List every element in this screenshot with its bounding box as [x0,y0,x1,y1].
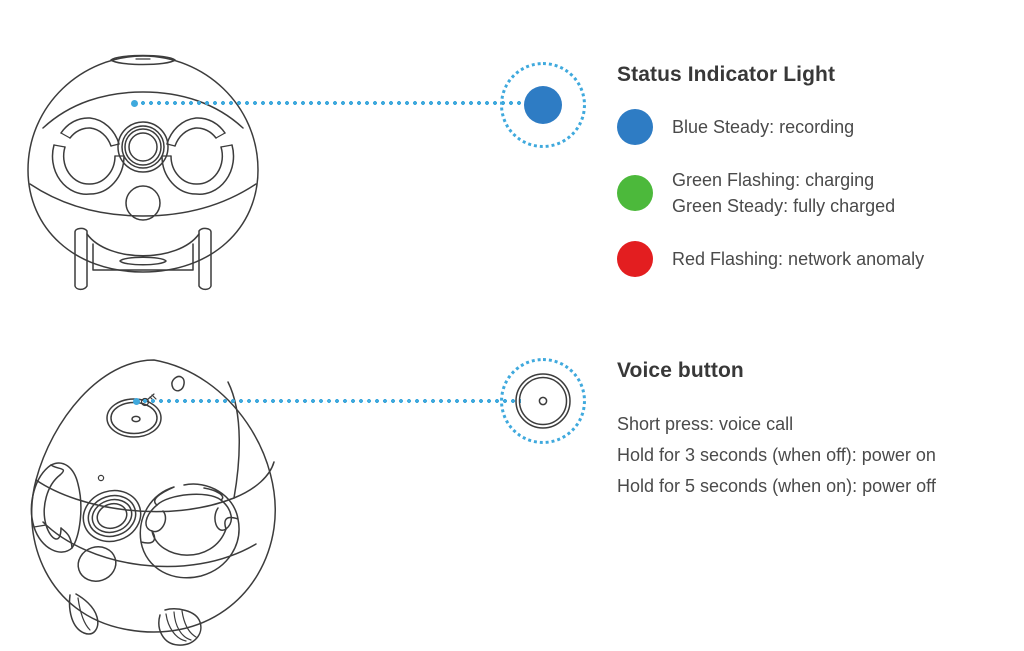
legend-item-green-text: Green Flashing: charging Green Steady: f… [672,167,895,219]
robot-angle-view-illustration [8,352,298,651]
status-indicator-light-callout [500,62,586,148]
leader-start-dot [133,397,140,405]
legend-line: Red Flashing: network anomaly [672,249,925,270]
voice-button-description-list: Short press: voice call Hold for 3 secon… [617,409,1017,502]
legend-line: Blue Steady: recording [672,117,855,138]
red-status-dot [617,241,653,278]
leader-dotted-line [139,101,521,105]
voice-description-line: Short press: voice call [617,414,794,435]
blue-status-dot [617,109,653,146]
voice-description-line: Hold for 3 seconds (when off): power on [617,445,936,466]
leader-dotted-line [141,399,521,403]
legend-item-green: Green Flashing: charging Green Steady: f… [617,167,1017,219]
robot-angle-view-drawing [8,352,298,651]
legend-line: Green Steady: fully charged [672,196,896,217]
legend-item-red-text: Red Flashing: network anomaly [672,246,924,272]
voice-button-title: Voice button [617,359,744,382]
leader-line-status-indicator [131,96,521,110]
voice-description-line: Hold for 5 seconds (when on): power off [617,476,936,497]
status-indicator-light-title: Status Indicator Light [617,63,836,86]
robot-front-view-drawing [8,48,278,300]
voice-button-callout [500,358,586,444]
status-light-icon [524,86,562,124]
robot-front-view-illustration [8,48,278,300]
status-legend-list: Blue Steady: recording Green Flashing: c… [617,109,1017,278]
voice-button-panel: Voice button Short press: voice call Hol… [617,358,1017,502]
legend-item-red: Red Flashing: network anomaly [617,241,1017,278]
voice-button-icon [515,373,571,429]
leader-line-voice-button [133,394,521,408]
legend-line: Green Flashing: charging [672,170,875,191]
green-status-dot [617,175,653,212]
legend-item-blue-text: Blue Steady: recording [672,114,854,140]
leader-start-dot [131,99,138,107]
legend-item-blue: Blue Steady: recording [617,109,1017,146]
status-indicator-light-panel: Status Indicator Light Blue Steady: reco… [617,62,1017,278]
